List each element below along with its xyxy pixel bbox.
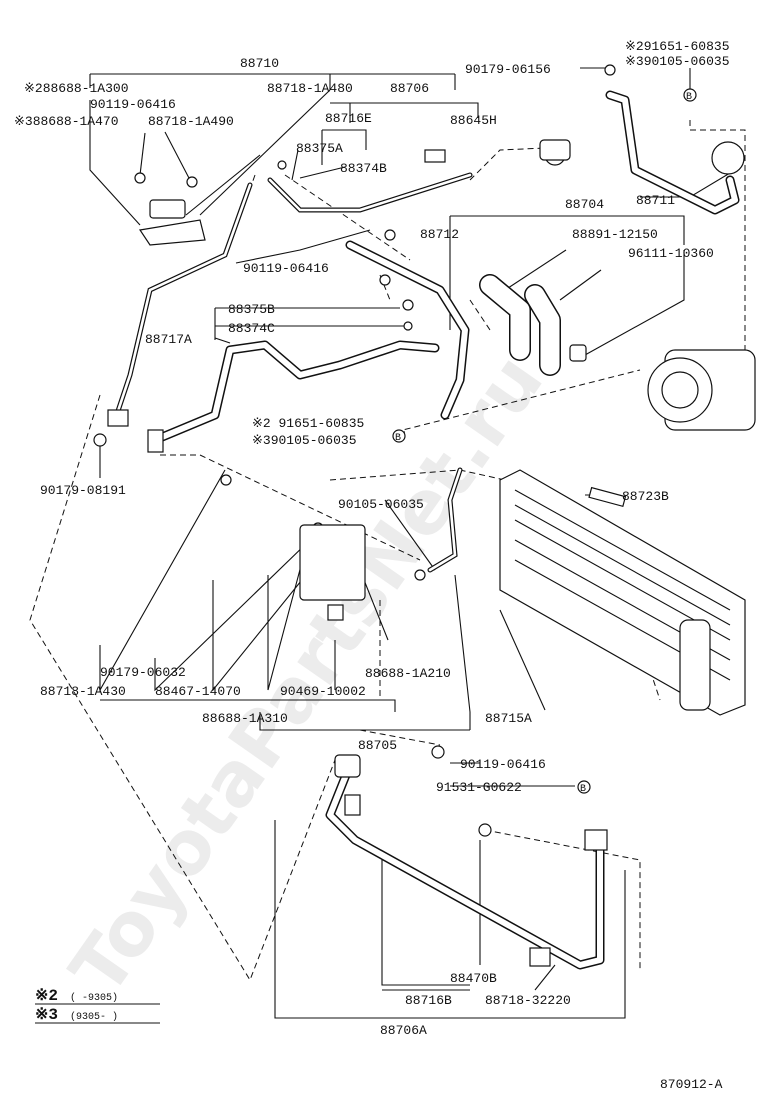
label-88716e: 88716E: [325, 111, 372, 126]
pipe-88710: [112, 172, 473, 423]
callout-b-top: B: [686, 92, 692, 103]
legend-range-2: ( -9305): [70, 992, 118, 1004]
hoses-88704: [479, 274, 561, 376]
label-90469-10002: 90469-10002: [280, 684, 366, 699]
label-90179-06032: 90179-06032: [100, 665, 186, 680]
compressor: [647, 349, 756, 431]
callout-b-markers: B B B: [392, 88, 697, 795]
label-88712: 88712: [420, 227, 459, 242]
label-288688-1a300: ※288688-1A300: [24, 81, 129, 96]
label-88718-1a490: 88718-1A490: [148, 114, 234, 129]
label-90119-06416-a: 90119-06416: [90, 97, 176, 112]
label-388688-1a470: ※388688-1A470: [14, 114, 119, 129]
label-88645h: 88645H: [450, 113, 497, 128]
legend: ※2 ( -9305) ※3 (9305- ): [35, 987, 160, 1024]
legend-mark-2: ※2: [35, 987, 58, 1005]
pipe-88712: [345, 240, 470, 420]
label-88717a: 88717A: [145, 332, 192, 347]
pipe-88706A: [325, 760, 605, 970]
label-88375b: 88375B: [228, 302, 275, 317]
label-90105-06035-mid: ※390105-06035: [252, 433, 357, 448]
label-96111-10360: 96111-10360: [628, 246, 714, 261]
label-91651-60835-top: ※291651-60835: [625, 39, 730, 54]
label-88718-1a430: 88718-1A430: [40, 684, 126, 699]
part-labels: 88710 ※288688-1A300 90119-06416 ※388688-…: [14, 39, 730, 1038]
fittings: [93, 64, 696, 967]
label-90105-06035-top: ※390105-06035: [625, 54, 730, 69]
label-88715a: 88715A: [485, 711, 532, 726]
label-88706: 88706: [390, 81, 429, 96]
condenser-assembly: [499, 469, 746, 716]
label-91531-g0622: 91531-G0622: [436, 780, 522, 795]
callout-b-mid: B: [395, 433, 401, 444]
legend-mark-3: ※3: [35, 1006, 58, 1024]
label-88688-1a210: 88688-1A210: [365, 666, 451, 681]
phantom-lines: [29, 120, 746, 982]
label-88705: 88705: [358, 738, 397, 753]
pressure-switch: [539, 139, 745, 175]
label-88891-12150: 88891-12150: [572, 227, 658, 242]
label-90105-06035: 90105-06035: [338, 497, 424, 512]
figure-code: 870912-A: [660, 1077, 723, 1092]
label-90179-08191: 90179-08191: [40, 483, 126, 498]
label-90119-06416-c: 90119-06416: [460, 757, 546, 772]
label-88704: 88704: [565, 197, 604, 212]
label-88723b: 88723B: [622, 489, 669, 504]
label-88375a: 88375A: [296, 141, 343, 156]
label-90119-06416-b: 90119-06416: [243, 261, 329, 276]
label-88374c: 88374C: [228, 321, 275, 336]
legend-range-3: (9305- ): [70, 1011, 118, 1023]
label-90179-06156: 90179-06156: [465, 62, 551, 77]
label-88711: 88711: [636, 193, 675, 208]
label-88467-14070: 88467-14070: [155, 684, 241, 699]
label-88718-1a480: 88718-1A480: [267, 81, 353, 96]
pipe-88711: [605, 90, 740, 215]
label-88710: 88710: [240, 56, 279, 71]
pipe-88715A: [427, 467, 463, 573]
label-88718-32220: 88718-32220: [485, 993, 571, 1008]
label-88706a: 88706A: [380, 1023, 427, 1038]
label-88470b: 88470B: [450, 971, 497, 986]
pipe-88717A: [150, 340, 440, 445]
label-88716b: 88716B: [405, 993, 452, 1008]
label-91651-60835-mid: ※2 91651-60835: [252, 416, 364, 431]
callout-b-bottom: B: [580, 784, 586, 795]
label-88688-1a310: 88688-1A310: [202, 711, 288, 726]
label-88374b: 88374B: [340, 161, 387, 176]
